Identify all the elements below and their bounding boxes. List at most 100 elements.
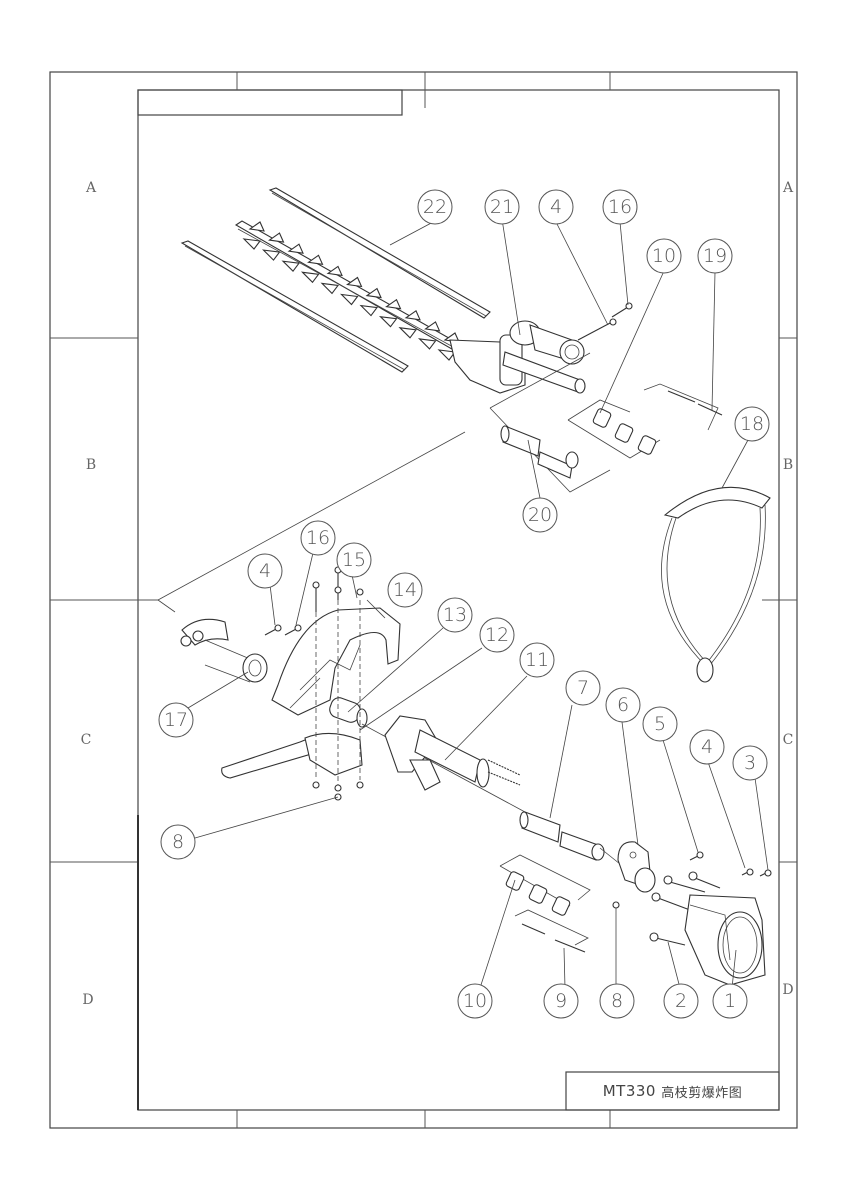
callout-12: 12: [479, 617, 515, 653]
part-couplers-lower: [499, 854, 591, 916]
cutter-tooth: [339, 293, 359, 306]
svg-text:13: 13: [443, 604, 467, 626]
cutter-tooth: [437, 349, 457, 361]
part-throttle-housing: [361, 715, 526, 813]
svg-text:12: 12: [485, 624, 509, 646]
model-number: MT330: [602, 1082, 656, 1100]
cutter-tooth: [281, 260, 301, 273]
svg-text:16: 16: [608, 196, 632, 218]
callout-17: 17: [158, 702, 194, 738]
cutter-tooth: [300, 271, 320, 284]
svg-text:11: 11: [525, 649, 549, 671]
svg-text:4: 4: [259, 560, 271, 582]
part-tube-set-lower: [519, 811, 626, 869]
cutter-tooth: [385, 298, 402, 310]
zone-labels: A B C D A B C D: [81, 180, 794, 1008]
part-engine-flange: [684, 894, 766, 986]
callout-15: 15: [336, 542, 372, 578]
cutter-tooth: [242, 238, 262, 250]
part-screws-right: [612, 851, 772, 946]
part-screw-top: [577, 302, 633, 341]
callout-16: 16: [300, 520, 336, 556]
cutter-tooth: [307, 254, 324, 265]
part-short-tube: [329, 697, 368, 728]
callout-4: 4: [538, 189, 574, 225]
callout-20: 20: [522, 497, 558, 533]
callout-2: 2: [663, 983, 699, 1019]
zone-label-left-c: C: [81, 732, 92, 748]
part-drive-shaft-lower: [514, 909, 589, 953]
top-label-box: [137, 89, 403, 116]
part-handle-lever: [221, 732, 363, 779]
part-blade-guard-upper: [268, 187, 491, 319]
outer-frame: [49, 71, 798, 1129]
callout-5: 5: [642, 706, 678, 742]
callout-14: 14: [387, 572, 423, 608]
cutter-tooth: [359, 304, 379, 317]
cutter-tooth: [261, 249, 281, 261]
zone-label-left-a: A: [85, 180, 97, 196]
svg-text:10: 10: [463, 990, 487, 1012]
callout-9: 9: [543, 983, 579, 1019]
svg-text:8: 8: [172, 831, 184, 853]
zone-label-left-b: B: [86, 457, 96, 473]
callout-19: 19: [697, 238, 733, 274]
svg-text:8: 8: [611, 990, 623, 1012]
part-tube-set-upper: [489, 352, 611, 493]
callout-22: 22: [417, 189, 453, 225]
cutter-tooth: [404, 309, 421, 321]
callout-3: 3: [732, 745, 768, 781]
part-mount-bracket: [617, 841, 656, 893]
svg-text:10: 10: [652, 245, 676, 267]
title-block-text: MT330 高枝剪爆炸图: [566, 1072, 779, 1110]
part-couplers-upper: [567, 399, 661, 459]
cutter-tooth: [326, 265, 343, 277]
svg-text:16: 16: [306, 527, 330, 549]
svg-text:3: 3: [744, 752, 756, 774]
callout-8: 8: [160, 824, 196, 860]
part-shoulder-strap: [661, 486, 771, 683]
cutter-tooth: [417, 338, 437, 350]
svg-text:4: 4: [701, 736, 713, 758]
callout-10: 10: [457, 983, 493, 1019]
svg-text:20: 20: [528, 504, 552, 526]
svg-text:21: 21: [490, 196, 514, 218]
part-handle-housing: [271, 607, 401, 716]
zone-label-right-c: C: [783, 732, 794, 748]
callout-4: 4: [247, 553, 283, 589]
zone-label-left-d: D: [82, 992, 93, 1008]
part-vertical-screws: [312, 566, 364, 801]
part-blade-guard-lower: [180, 240, 409, 373]
svg-text:4: 4: [550, 196, 562, 218]
svg-text:7: 7: [577, 677, 589, 699]
svg-text:17: 17: [164, 709, 188, 731]
part-cutter-bar: [234, 220, 471, 361]
zone-label-right-a: A: [782, 180, 794, 196]
svg-text:15: 15: [342, 549, 366, 571]
cutter-tooth: [378, 315, 398, 328]
callout-16: 16: [602, 189, 638, 225]
callout-7: 7: [565, 670, 601, 706]
svg-text:22: 22: [423, 196, 447, 218]
cutter-tooth: [287, 243, 304, 254]
zone-label-right-d: D: [782, 982, 793, 998]
callout-11: 11: [519, 642, 555, 678]
svg-text:1: 1: [724, 990, 736, 1012]
callout-1: 1: [712, 983, 748, 1019]
part-clamp: [180, 618, 268, 683]
svg-text:6: 6: [617, 694, 629, 716]
cutter-tooth: [248, 221, 265, 232]
callout-21: 21: [484, 189, 520, 225]
part-gear-head: [449, 320, 586, 394]
callout-18: 18: [734, 406, 770, 442]
svg-text:18: 18: [740, 413, 764, 435]
svg-text:14: 14: [393, 579, 417, 601]
drawing-description: 高枝剪爆炸图: [661, 1085, 743, 1101]
callout-8: 8: [599, 983, 635, 1019]
cutter-tooth: [268, 232, 285, 243]
svg-text:19: 19: [703, 245, 727, 267]
drawing-border: [49, 71, 798, 1129]
callout-bubbles: 22 21 4 16 10 19 18 20 16 15 4 14 13 12 …: [158, 189, 770, 1019]
title-block: [565, 1071, 780, 1111]
